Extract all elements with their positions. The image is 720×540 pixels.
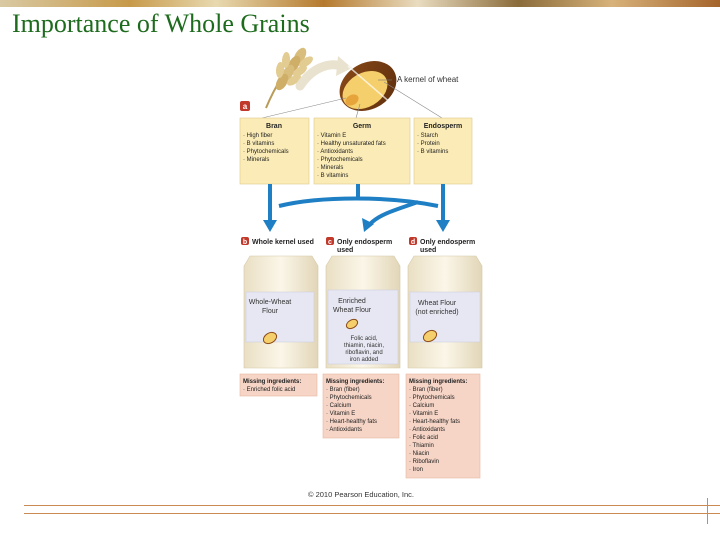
missing-title: Missing ingredients: <box>243 379 301 385</box>
missing-item: · Calcium <box>409 403 434 409</box>
copyright-notice: © 2010 Pearson Education, Inc. <box>308 490 414 499</box>
bag-label: (not enriched) <box>415 309 458 316</box>
part-item: · Phytochemicals <box>317 157 363 163</box>
part-box-bran: Bran · High fiber · B vitamins · Phytoch… <box>239 117 310 185</box>
svg-text:a: a <box>243 102 248 111</box>
panel-tag: b <box>243 239 247 246</box>
kernel-icon <box>422 329 438 343</box>
missing-item: · Thiamin <box>409 443 434 449</box>
panel-tag: c <box>328 239 332 246</box>
missing-item: · Vitamin E <box>326 411 355 417</box>
part-item: · Starch <box>417 133 438 139</box>
kernel-icon <box>262 331 278 345</box>
bag-label: Enriched <box>338 298 366 305</box>
part-box-germ: Germ · Vitamin E · Healthy unsaturated f… <box>313 117 411 185</box>
pointer-lines <box>261 81 443 119</box>
flow-arrows <box>268 184 445 226</box>
missing-item: · Bran (fiber) <box>326 387 360 393</box>
product-column-whole-kernel: b Whole kernel used Whole-Wheat Flour Mi… <box>239 237 319 397</box>
missing-box <box>239 373 318 397</box>
bag-note: thiamin, niacin, <box>344 343 384 349</box>
missing-item: · Enriched folic acid <box>243 387 295 393</box>
bag-note: iron added <box>350 357 378 363</box>
missing-title: Missing ingredients: <box>326 379 384 385</box>
kernel-label: A kernel of wheat <box>397 75 459 84</box>
missing-item: · Phytochemicals <box>326 395 372 401</box>
kernel-icon <box>345 318 359 330</box>
missing-item: · Niacin <box>409 451 429 457</box>
missing-item: · Bran (fiber) <box>409 387 443 393</box>
product-column-enriched: c Only endosperm used Enriched Wheat Flo… <box>322 237 401 439</box>
part-item: · B vitamins <box>243 141 274 147</box>
wheat-kernel-illustration <box>339 61 397 111</box>
bottom-rule-2 <box>24 513 720 514</box>
missing-item: · Antioxidants <box>326 427 362 433</box>
part-title: Bran <box>266 123 282 130</box>
bottom-rule-vertical <box>707 498 708 524</box>
missing-box <box>405 373 481 479</box>
part-item: · Protein <box>417 141 440 147</box>
product-caption: Only endosperm <box>420 239 475 246</box>
part-item: · Antioxidants <box>317 149 353 155</box>
part-box-endosperm: Endosperm · Starch · Protein · B vitamin… <box>413 117 473 185</box>
product-caption: used <box>420 247 436 254</box>
part-title: Endosperm <box>424 123 463 130</box>
missing-item: · Antioxidants <box>409 427 445 433</box>
bag-label: Wheat Flour <box>333 307 372 314</box>
part-item: · B vitamins <box>417 149 448 155</box>
missing-item: · Folic acid <box>409 435 438 441</box>
flour-bag-label-panel <box>409 291 481 343</box>
flour-bag-label-panel <box>245 291 315 343</box>
missing-item: · Phytochemicals <box>409 395 455 401</box>
part-item: · Healthy unsaturated fats <box>317 141 386 147</box>
part-item: · Phytochemicals <box>243 149 289 155</box>
flour-bag-label-panel <box>327 289 399 365</box>
part-item: · High fiber <box>243 133 272 139</box>
panel-a-tag: a <box>240 101 250 111</box>
product-column-not-enriched: d Only endosperm used Wheat Flour (not e… <box>405 237 483 479</box>
decorative-top-band <box>0 0 720 7</box>
missing-item: · Calcium <box>326 403 351 409</box>
part-item: · Minerals <box>243 157 269 163</box>
part-item: · Minerals <box>317 165 343 171</box>
missing-item: · Iron <box>409 467 423 473</box>
part-item: · Vitamin E <box>317 133 346 139</box>
bottom-rule-1 <box>24 505 720 506</box>
missing-item: · Vitamin E <box>409 411 438 417</box>
part-item: · B vitamins <box>317 173 348 179</box>
slide-title: Importance of Whole Grains <box>12 9 310 38</box>
bag-note: Folic acid, <box>350 336 377 342</box>
wheat-stalk-illustration <box>265 47 313 109</box>
missing-title: Missing ingredients: <box>409 379 467 385</box>
flow-arrowheads <box>263 218 450 232</box>
missing-item: · Heart-healthy fats <box>409 419 460 425</box>
product-caption: Whole kernel used <box>252 239 314 246</box>
product-caption: used <box>337 247 353 254</box>
bag-label: Flour <box>262 308 279 315</box>
missing-item: · Riboflavin <box>409 459 439 465</box>
bag-label: Wheat Flour <box>418 300 457 307</box>
missing-box <box>322 373 400 439</box>
bag-note: riboflavin, and <box>345 350 382 356</box>
bag-label: Whole-Wheat <box>249 299 291 306</box>
missing-item: · Heart-healthy fats <box>326 419 377 425</box>
product-caption: Only endosperm <box>337 239 392 246</box>
part-title: Germ <box>353 123 371 130</box>
panel-tag: d <box>411 239 415 246</box>
